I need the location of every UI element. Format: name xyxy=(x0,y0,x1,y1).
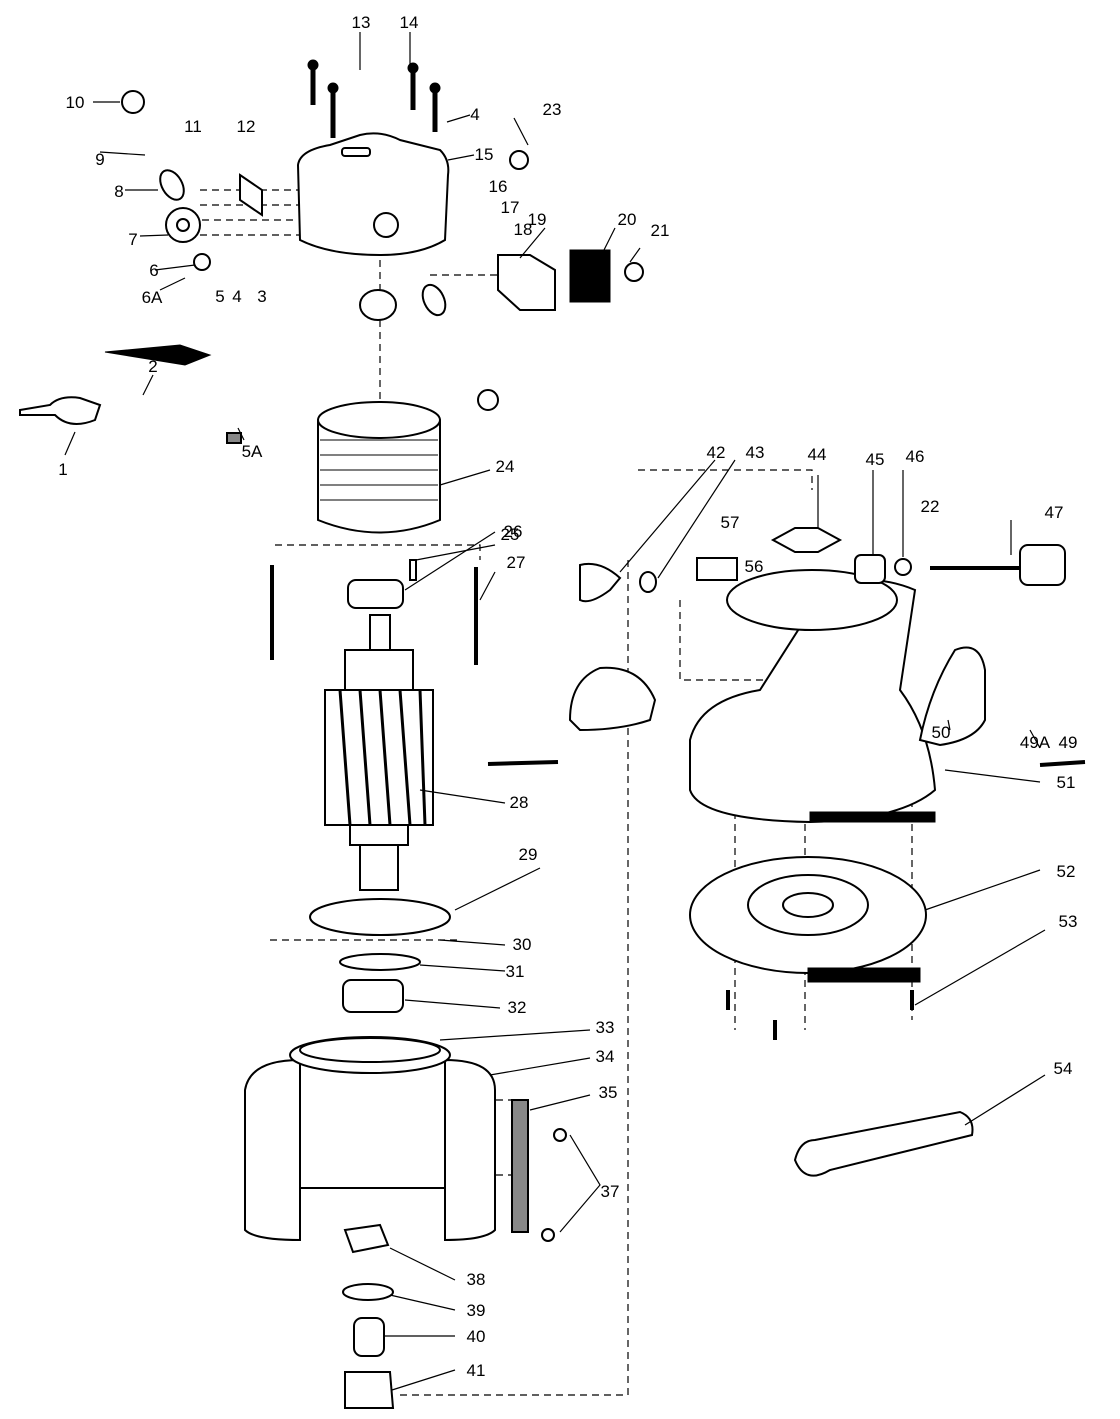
part-label-14: 14 xyxy=(400,13,419,32)
part-label-53: 53 xyxy=(1059,912,1078,931)
part-label-51: 51 xyxy=(1057,773,1076,792)
part-label-23: 23 xyxy=(543,100,562,119)
part-label-54: 54 xyxy=(1054,1059,1073,1078)
screws xyxy=(307,59,441,138)
part-label-18: 18 xyxy=(514,220,533,239)
part-label-1: 1 xyxy=(58,460,67,479)
leader-lines xyxy=(64,32,1046,1391)
brush-assembly xyxy=(359,150,644,411)
part-label-16: 16 xyxy=(489,177,508,196)
field-stator-part-24 xyxy=(317,401,441,534)
part-label-32: 32 xyxy=(508,998,527,1017)
part-label-20: 20 xyxy=(618,210,637,229)
motor-housing-part-15 xyxy=(296,132,450,257)
part-label-6a: 6A xyxy=(142,288,163,307)
part-label-19: 19 xyxy=(528,210,547,229)
part-label-49a: 49A xyxy=(1020,733,1051,752)
part-label-25: 25 xyxy=(501,525,520,544)
part-label-39: 39 xyxy=(467,1301,486,1320)
part-label-11: 11 xyxy=(184,117,202,136)
part-label-41: 41 xyxy=(467,1361,486,1380)
router-base-part-51 xyxy=(487,569,1086,824)
part-label-30: 30 xyxy=(513,935,532,954)
part-label-15: 15 xyxy=(475,145,494,164)
part-label-28: 28 xyxy=(510,793,529,812)
part-label-7: 7 xyxy=(128,230,137,249)
motor-housing-part-34 xyxy=(244,1036,567,1242)
part-label-4: 4 xyxy=(232,287,241,306)
part-label-4: 4 xyxy=(470,105,479,124)
part-label-42: 42 xyxy=(707,443,726,462)
fan-part-30 xyxy=(309,898,451,1013)
part-label-2: 2 xyxy=(148,357,157,376)
part-label-37: 37 xyxy=(601,1182,620,1201)
part-label-56: 56 xyxy=(745,557,764,576)
part-label-52: 52 xyxy=(1057,862,1076,881)
part-label-44: 44 xyxy=(808,445,827,464)
part-label-8: 8 xyxy=(114,182,123,201)
part-label-5: 5 xyxy=(215,287,224,306)
part-label-47: 47 xyxy=(1045,503,1064,522)
part-label-3: 3 xyxy=(257,287,266,306)
part-label-49: 49 xyxy=(1059,733,1078,752)
collet-assembly xyxy=(342,1223,395,1409)
part-label-33: 33 xyxy=(596,1018,615,1037)
part-label-22: 22 xyxy=(921,497,940,516)
part-label-10: 10 xyxy=(66,93,85,112)
wrench-part-54 xyxy=(793,1110,974,1177)
part-label-5a: 5A xyxy=(242,442,263,461)
part-label-6: 6 xyxy=(149,261,158,280)
part-label-29: 29 xyxy=(519,845,538,864)
depth-adjust-parts xyxy=(579,527,1066,603)
part-label-17: 17 xyxy=(501,198,520,217)
part-label-24: 24 xyxy=(496,457,515,476)
part-label-50: 50 xyxy=(932,723,951,742)
part-label-38: 38 xyxy=(467,1270,486,1289)
part-label-43: 43 xyxy=(746,443,765,462)
part-label-26: 26 xyxy=(504,522,523,541)
part-label-40: 40 xyxy=(467,1327,486,1346)
part-label-21: 21 xyxy=(651,221,670,240)
part-label-13: 13 xyxy=(352,13,371,32)
part-label-35: 35 xyxy=(599,1083,618,1102)
part-label-45: 45 xyxy=(866,450,885,469)
part-label-34: 34 xyxy=(596,1047,615,1066)
part-label-9: 9 xyxy=(95,150,104,169)
switch-parts xyxy=(19,90,263,444)
part-label-31: 31 xyxy=(506,962,525,981)
part-label-46: 46 xyxy=(906,447,925,466)
part-label-57: 57 xyxy=(721,513,740,532)
sub-base-part-52 xyxy=(689,856,927,1040)
bearing-and-bolts xyxy=(270,559,478,665)
armature-part-28 xyxy=(324,614,434,891)
part-label-27: 27 xyxy=(507,553,526,572)
part-label-12: 12 xyxy=(237,117,256,136)
